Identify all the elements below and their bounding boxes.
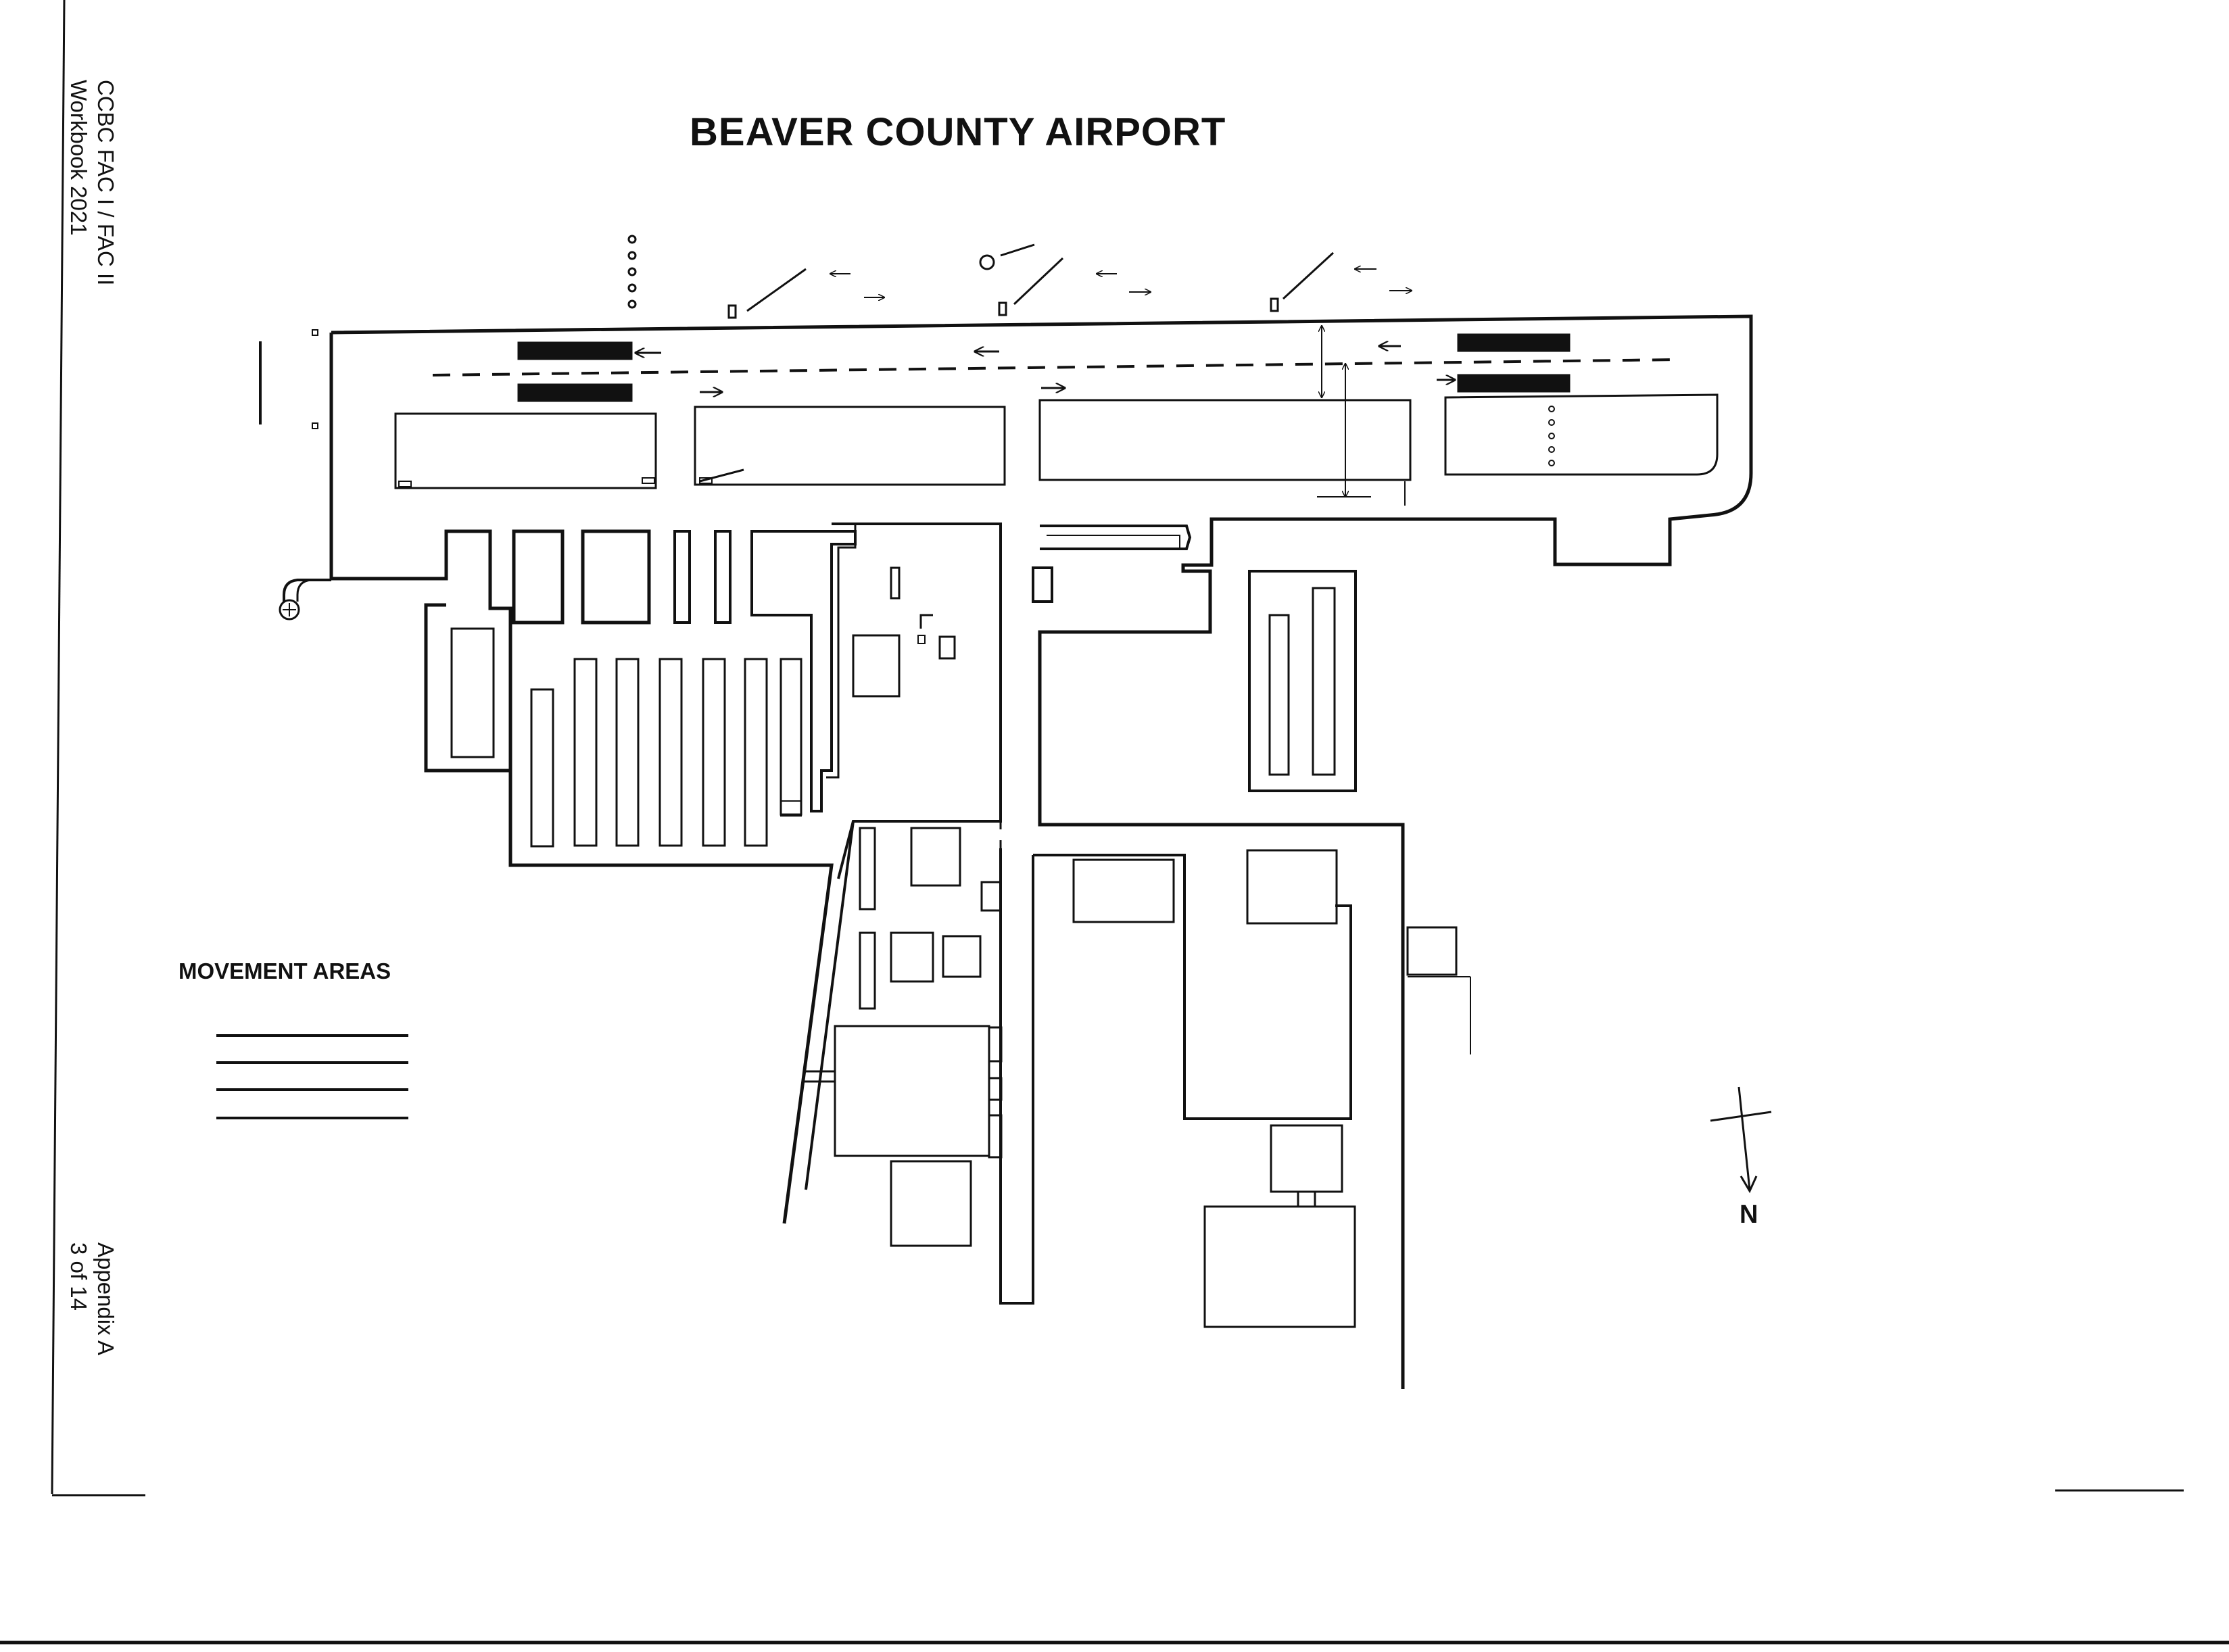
north-label: N [1740, 1200, 1758, 1229]
apron-outline-east [331, 314, 1753, 1389]
building-box [890, 931, 934, 983]
t-hangar-block [581, 529, 651, 625]
apron-outline-west [329, 333, 834, 1224]
terminal-area-outline [832, 523, 1002, 879]
legend-title: MOVEMENT AREAS [178, 958, 391, 983]
hangar-row-3 [1038, 399, 1412, 481]
fuel-symbol-icon [279, 599, 300, 621]
building-box [1270, 1124, 1343, 1193]
page-margin-line [51, 0, 66, 1495]
west-pad [450, 627, 495, 758]
building-box [910, 827, 961, 887]
t-hangar-block [512, 529, 565, 625]
north-arrow-icon [1710, 1086, 1772, 1194]
windsock-icon [979, 254, 995, 270]
taxi-stub [283, 579, 331, 602]
hangar-building [834, 1025, 990, 1157]
building-box [1246, 849, 1338, 925]
taxiway-centerline [432, 358, 1677, 376]
hangar-row-4 [1444, 393, 1719, 476]
east-hangar-block [1248, 570, 1357, 792]
legend-lines [216, 1034, 408, 1119]
parking-block-1 [517, 341, 633, 360]
parking-block-3 [1457, 333, 1571, 352]
building-box [942, 935, 982, 978]
building-box [1072, 858, 1175, 923]
parking-block-4 [1457, 374, 1571, 393]
parking-block-2 [517, 383, 633, 402]
hangar-row-1 [394, 412, 657, 489]
light-marker-icon [627, 235, 637, 244]
hangar-row-2 [694, 406, 1006, 486]
building-box [890, 1160, 972, 1247]
taxi-stub-inner [296, 579, 312, 602]
large-hangar [1203, 1205, 1356, 1328]
diagram-title: BEAVER COUNTY AIRPORT [690, 110, 1226, 154]
south-taxiway [999, 848, 1034, 1305]
west-pad-outline [424, 603, 510, 773]
terminal-building [852, 634, 901, 698]
